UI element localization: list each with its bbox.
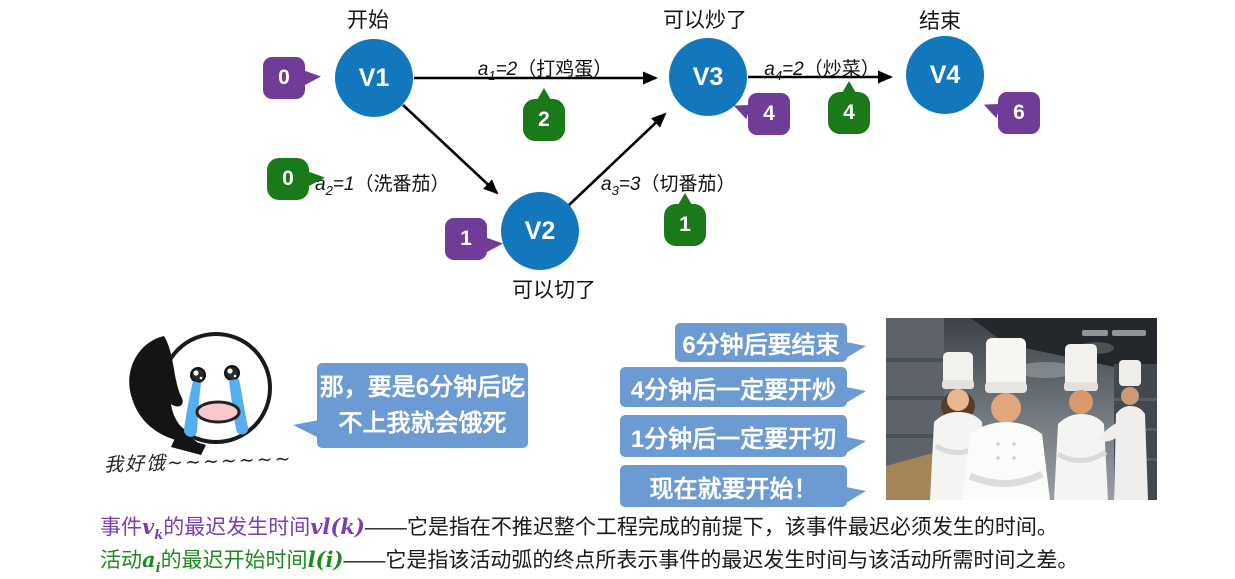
deadline-bubble-cut: 1分钟后一定要开切	[620, 415, 866, 457]
hungry-speech-bubble: 那，要是6分钟后吃 不上我就会饿死	[293, 363, 528, 448]
node-v3: V3	[669, 38, 747, 116]
bubble-pointer	[293, 420, 319, 438]
badge-pointer	[731, 100, 751, 120]
node-v1: V1	[335, 39, 413, 117]
meme-caption: 我好饿~~~~~~~	[103, 447, 293, 477]
bubble-pointer	[846, 387, 866, 403]
node-title-v4: 结束	[919, 10, 961, 33]
node-title-v1: 开始	[347, 9, 389, 32]
crying-face-illustration	[129, 332, 272, 455]
badge-pointer	[304, 70, 321, 86]
meme-right-tear	[229, 379, 249, 435]
definition-l-term: 活动ai的最迟开始时间l(i)	[100, 547, 344, 577]
edge-label-a4: a4=2（炒菜）	[764, 59, 880, 83]
badge-pointer	[486, 237, 503, 253]
deadline-bubble-start: 现在就要开始！	[620, 465, 866, 507]
vl-badge-v4: 6	[981, 92, 1040, 134]
meme-body-silhouette	[129, 336, 204, 447]
meme-foot	[171, 436, 206, 455]
definition-vl-text: ——它是指在不推迟整个工程完成的前提下，该事件最迟必须发生的时间。	[364, 516, 1058, 539]
definition-l: 活动ai的最迟开始时间l(i)——它是指该活动弧的终点所表示事件的最迟发生时间与…	[100, 544, 1078, 576]
definition-vl-term: 事件vk的最迟发生时间vl(k)	[100, 514, 365, 544]
node-v2: V2	[501, 192, 579, 270]
node-v4: V4	[906, 36, 984, 114]
edge-label-a1: a1=2（打鸡蛋）	[477, 59, 613, 83]
meme-mouth	[195, 400, 241, 424]
l-badge-a4: 4	[828, 81, 870, 134]
chefs-photo	[886, 318, 1157, 500]
node-title-v2: 可以切了	[512, 279, 596, 302]
l-badge-a2: 0	[267, 158, 325, 200]
deadline-bubble-finish: 6分钟后要结束	[675, 323, 866, 362]
edge-label-a2: a2=1（洗番茄）	[315, 174, 450, 198]
vl-badge-v1: 0	[263, 57, 321, 99]
graph-edges	[402, 70, 893, 206]
chef-fourth	[1098, 360, 1148, 500]
chef-center	[962, 338, 1050, 500]
node-title-v3: 可以炒了	[663, 9, 747, 32]
bubble-pointer	[846, 342, 866, 358]
definition-l-text: ——它是指该活动弧的终点所表示事件的最迟发生时间与该活动所需时间之差。	[343, 549, 1079, 572]
definition-vl: 事件vk的最迟发生时间vl(k)——它是指在不推迟整个工程完成的前提下，该事件最…	[100, 511, 1058, 543]
l-badge-a3: 1	[664, 193, 706, 246]
badge-pointer	[308, 171, 325, 187]
deadline-bubble-fry: 4分钟后一定要开炒	[620, 367, 866, 407]
bubble-pointer	[846, 487, 866, 503]
bubble-pointer	[846, 437, 866, 453]
bubble-text-line1: 那，要是6分钟后吃	[319, 374, 526, 401]
edge-label-a3: a3=3（切番茄）	[601, 174, 736, 198]
badge-pointer	[537, 88, 551, 100]
l-badge-a1: 2	[523, 88, 565, 141]
meme-right-eye	[224, 365, 240, 381]
meme-left-tear	[183, 381, 201, 437]
meme-left-eye	[190, 367, 206, 383]
chef-third	[1054, 344, 1108, 500]
vl-badge-v3: 4	[731, 93, 790, 135]
badge-pointer	[842, 81, 856, 93]
photo-watermark	[1082, 330, 1146, 336]
vl-badge-v2: 1	[445, 218, 503, 260]
badge-pointer	[981, 99, 1001, 119]
bubble-text-line2: 不上我就会饿死	[338, 410, 507, 437]
badge-pointer	[678, 193, 692, 205]
